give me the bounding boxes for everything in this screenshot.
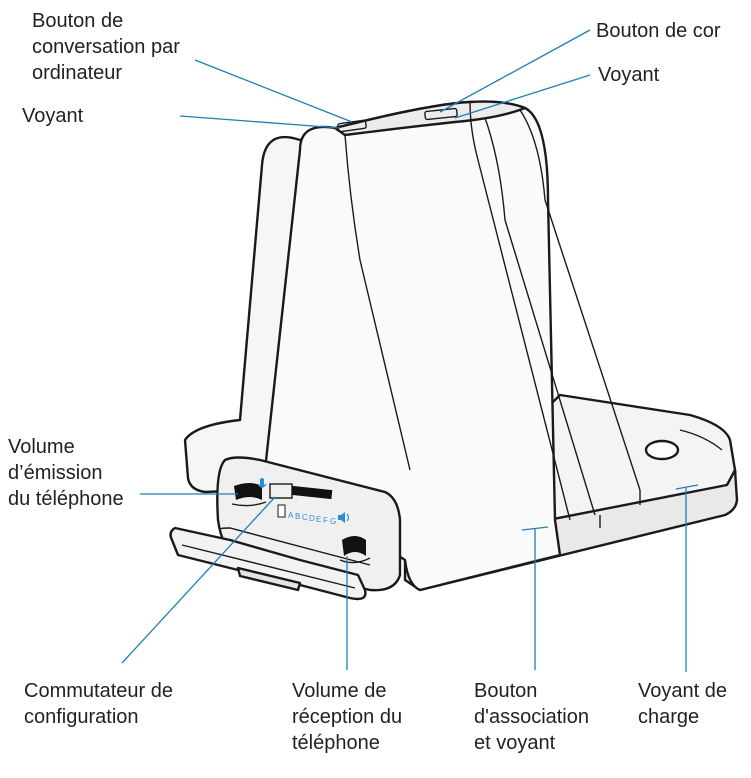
leader-lines (121, 29, 699, 672)
label-pair-button: Bouton d'association et voyant (474, 680, 589, 754)
config-switch-letter-scale: A B C D E F G (277, 504, 336, 526)
label-charge-light: Voyant de charge (638, 680, 727, 728)
switch-letter: C (302, 513, 308, 522)
switch-letter: B (295, 512, 300, 521)
label-pc-light: Voyant (22, 105, 84, 127)
front-flip-door (169, 526, 367, 601)
label-phone-tx-volume: Volume d’émission du téléphone (8, 436, 124, 510)
leader-phone-talk (439, 29, 591, 113)
leader-pc-talk (194, 59, 353, 123)
phone-tx-volume-wheel[interactable] (234, 483, 262, 500)
charge-socket (644, 439, 680, 461)
speaker-icon (338, 512, 350, 523)
label-phone-rx-volume: Volume de réception du téléphone (292, 680, 403, 754)
phone-rx-volume-wheel[interactable] (342, 536, 366, 556)
label-config-switch: Commutateur de configuration (24, 680, 173, 728)
switch-letter: A (288, 511, 294, 520)
tower-top-cap (333, 100, 527, 137)
phone-talk-button[interactable] (424, 107, 458, 121)
label-pc-talk-button: Bouton de conversation par ordinateur (32, 10, 180, 84)
switch-letter: D (309, 514, 315, 523)
microphone-icon (257, 478, 267, 488)
label-phone-light: Voyant (598, 64, 660, 86)
leader-config-switch (121, 496, 276, 664)
leader-phone-light (454, 74, 591, 119)
label-phone-talk-button: Bouton de cor (596, 20, 721, 42)
switch-letter: G (330, 517, 336, 526)
switch-letter: F (323, 516, 328, 525)
leader-pc-light (179, 115, 341, 129)
switch-letter: E (316, 515, 321, 524)
